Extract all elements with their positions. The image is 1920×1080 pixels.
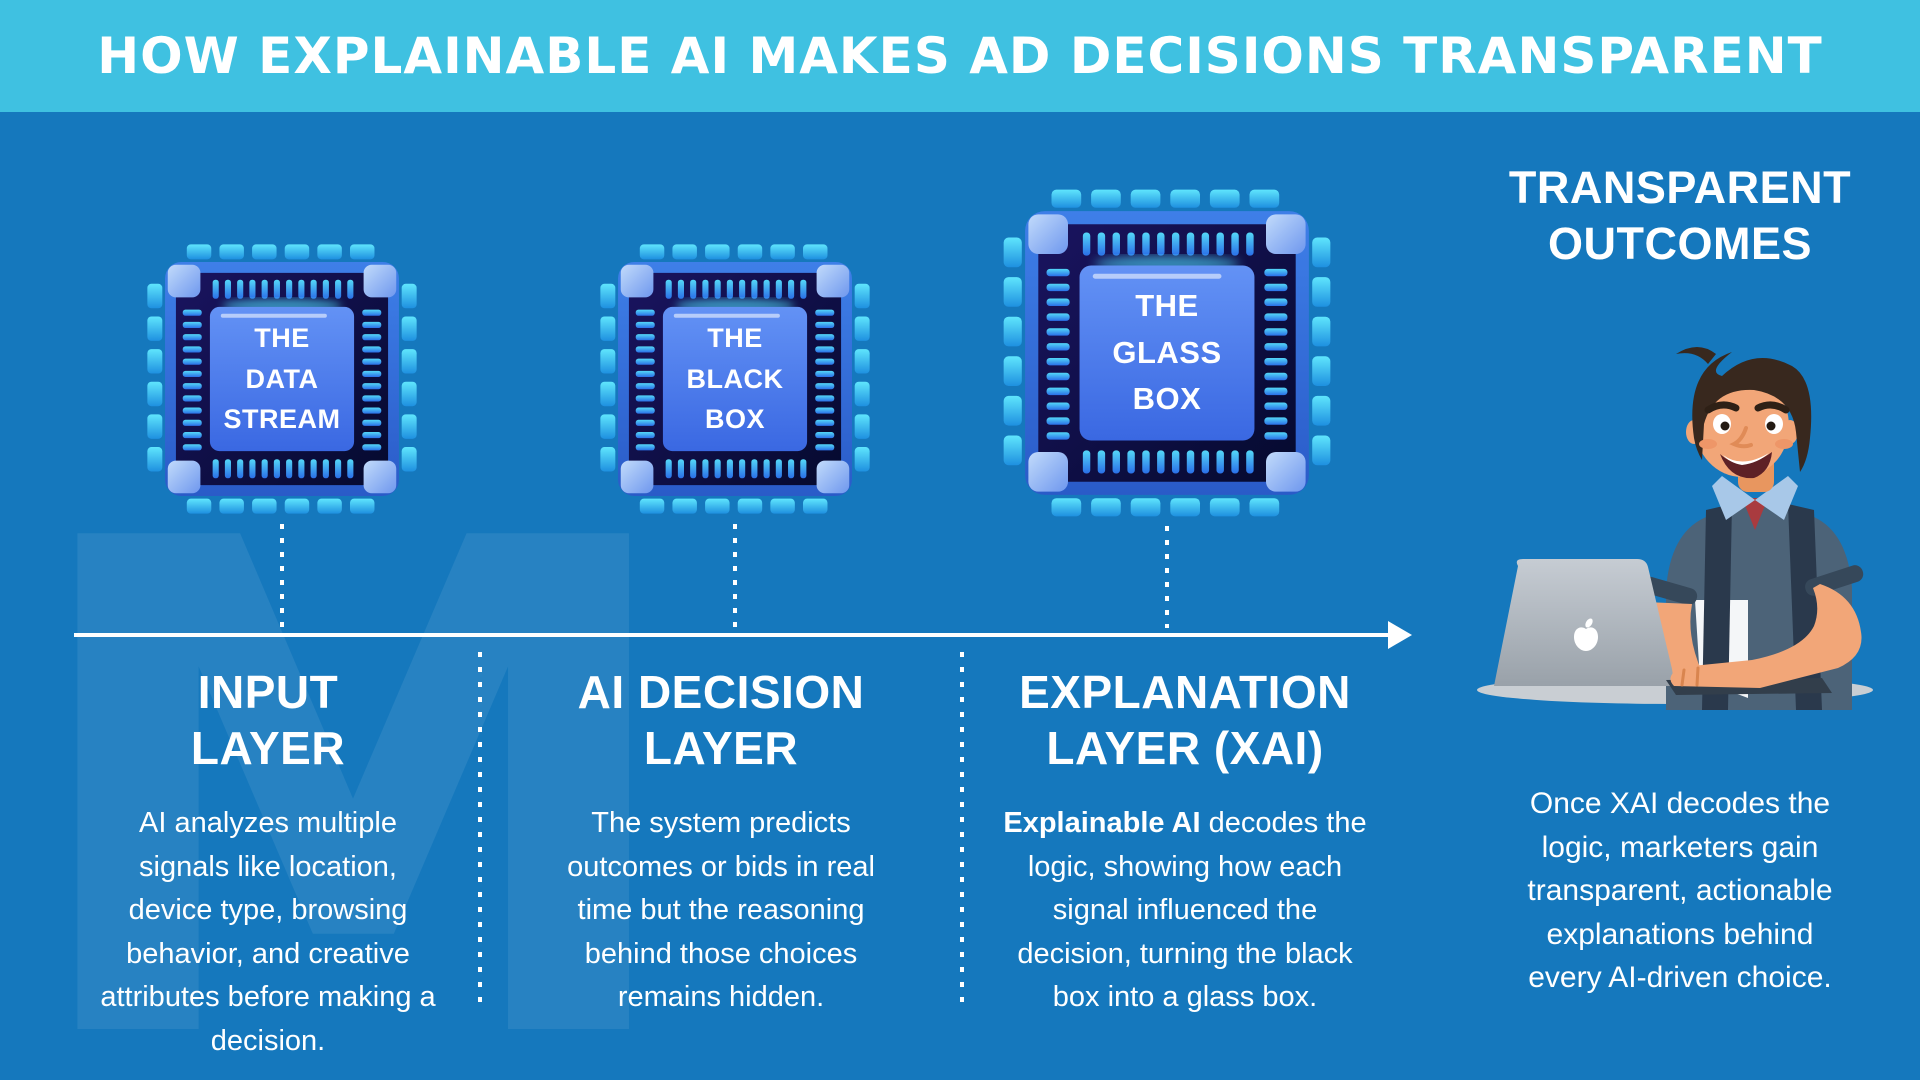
section-title: AI DECISION LAYER — [577, 666, 865, 775]
chip-glass-box-label: THE GLASS BOX — [1112, 288, 1222, 417]
page-title: HOW EXPLAINABLE AI MAKES AD DECISIONS TR… — [97, 27, 1823, 85]
chip-glass-box: THE GLASS BOX — [1002, 188, 1332, 518]
section-title: INPUT LAYER — [190, 666, 346, 775]
section-explanation-layer: EXPLANATION LAYER (XAI) Explainable AI d… — [962, 664, 1408, 1020]
connector-dotted-line — [733, 524, 737, 628]
chip-data-stream-label: THE DATA STREAM — [223, 323, 341, 435]
outcomes-body: Once XAI decodes the logic, marketers ga… — [1527, 787, 1833, 994]
connector-dotted-line — [1165, 526, 1169, 628]
laptop-screen — [1494, 559, 1676, 686]
section-ai-decision-layer: AI DECISION LAYER The system predicts ou… — [495, 664, 947, 1020]
column-separator — [478, 652, 482, 1004]
timeline-line — [74, 633, 1388, 637]
chip-black-box: THE BLACK BOX — [599, 243, 871, 515]
person-with-laptop-graphic — [1477, 347, 1873, 710]
chip-black-box-label: THE BLACK BOX — [686, 323, 784, 435]
header-bar: HOW EXPLAINABLE AI MAKES AD DECISIONS TR… — [0, 0, 1920, 112]
chip-data-stream: THE DATA STREAM — [146, 243, 418, 515]
apple-logo-icon — [1574, 618, 1598, 651]
section-input-layer: INPUT LAYER AI analyzes multiple signals… — [58, 664, 478, 1063]
outcomes-title: TRANSPARENT OUTCOMES — [1508, 162, 1852, 270]
section-body: Explainable AI decodes the logic, showin… — [1003, 807, 1367, 1014]
column-separator — [960, 652, 964, 1004]
timeline-arrowhead-icon — [1388, 621, 1412, 649]
connector-dotted-line — [280, 524, 284, 628]
marketer-at-laptop-illustration — [1470, 338, 1890, 710]
section-body: The system predicts outcomes or bids in … — [567, 807, 875, 1014]
section-title: EXPLANATION LAYER (XAI) — [1019, 666, 1351, 775]
section-body: AI analyzes multiple signals like locati… — [100, 807, 436, 1057]
